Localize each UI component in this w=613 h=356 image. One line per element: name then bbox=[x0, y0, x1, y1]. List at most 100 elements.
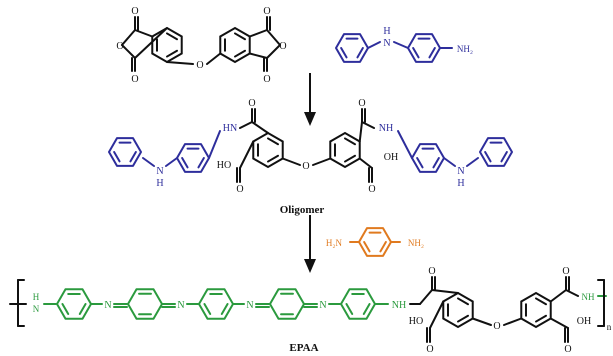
bond bbox=[443, 157, 456, 167]
phenylenediamine-amine-right: NH₂ bbox=[408, 238, 424, 248]
bond bbox=[165, 157, 178, 167]
aromatic-bond bbox=[500, 151, 508, 163]
carbonyl-oxygen: O bbox=[131, 6, 138, 17]
bond bbox=[266, 29, 281, 46]
bond bbox=[503, 317, 523, 326]
amine-nitrogen: N bbox=[156, 166, 163, 177]
aromatic-bond bbox=[428, 47, 436, 59]
carbonyl-oxygen: O bbox=[562, 266, 569, 277]
epaa-caption: EPAA bbox=[289, 342, 318, 354]
bond bbox=[344, 137, 357, 146]
bond bbox=[266, 44, 281, 59]
bond bbox=[466, 157, 479, 167]
bond bbox=[234, 32, 247, 41]
amine-hydrogen: H bbox=[383, 26, 390, 37]
aromatic-bond bbox=[113, 151, 121, 163]
oligomer-caption: Oligomer bbox=[280, 204, 325, 216]
carboxyl-ho-left: HO bbox=[217, 160, 231, 171]
aromatic-bond bbox=[61, 303, 70, 316]
bond bbox=[393, 41, 409, 49]
bond bbox=[239, 121, 253, 129]
carbonyl-oxygen: O bbox=[248, 98, 255, 109]
bond bbox=[267, 137, 280, 146]
bond bbox=[419, 289, 433, 305]
bond bbox=[239, 140, 255, 169]
bond bbox=[166, 61, 194, 65]
amide-nh-right: NH bbox=[379, 123, 393, 134]
carboxyl-oh-right: OH bbox=[577, 316, 591, 327]
amine-hydrogen: H bbox=[457, 178, 464, 189]
aromatic-bond bbox=[203, 303, 212, 316]
bond bbox=[457, 297, 470, 306]
bond bbox=[367, 41, 381, 49]
bond bbox=[248, 29, 268, 38]
aromatic-bond bbox=[379, 241, 387, 253]
bond bbox=[457, 314, 470, 323]
amide-nh-right: NH bbox=[582, 292, 595, 302]
bond bbox=[549, 317, 569, 329]
imine-nitrogen: N bbox=[104, 300, 111, 311]
bond bbox=[234, 49, 247, 58]
epaa-benzenoid-ring-1 bbox=[56, 288, 92, 320]
aromatic-bond bbox=[362, 303, 371, 316]
imine-nitrogen: N bbox=[177, 300, 184, 311]
bond bbox=[121, 29, 136, 46]
reaction-arrow-2 bbox=[304, 215, 316, 273]
carboxyl-oh-right: OH bbox=[384, 152, 398, 163]
amine-ring-left bbox=[335, 33, 369, 63]
bond bbox=[206, 52, 222, 65]
carboxyl-oxygen: O bbox=[236, 184, 243, 195]
bond bbox=[429, 300, 445, 329]
amino-group: NH₂ bbox=[457, 44, 473, 54]
anhydride-oxygen-right: O bbox=[279, 41, 286, 52]
bond bbox=[397, 130, 413, 159]
aromatic-bond bbox=[363, 241, 371, 253]
aromatic-bond bbox=[220, 303, 229, 316]
bond bbox=[431, 289, 459, 294]
bond bbox=[267, 154, 280, 163]
polymer-nh-hydrogen: H bbox=[33, 292, 40, 302]
ether-oxygen: O bbox=[493, 321, 500, 332]
repeat-unit-n: n bbox=[607, 322, 612, 332]
aromatic-bond bbox=[356, 47, 364, 59]
bond bbox=[134, 27, 168, 59]
imine-nitrogen: N bbox=[319, 300, 326, 311]
carboxyl-oxygen: O bbox=[426, 344, 433, 355]
ether-oxygen: O bbox=[196, 60, 203, 71]
bond bbox=[121, 44, 136, 59]
carbonyl-oxygen: O bbox=[358, 98, 365, 109]
aromatic-bond bbox=[484, 151, 492, 163]
bond bbox=[166, 32, 179, 41]
aromatic-bond bbox=[78, 303, 87, 316]
bond bbox=[358, 157, 373, 169]
carbonyl-oxygen: O bbox=[263, 74, 270, 85]
carboxyl-ho-left: HO bbox=[409, 316, 423, 327]
bond bbox=[565, 289, 579, 297]
epaa-benzenoid-ring-2 bbox=[198, 288, 234, 320]
aromatic-bond bbox=[129, 151, 137, 163]
ether-oxygen: O bbox=[302, 161, 309, 172]
aromatic-bond bbox=[340, 47, 348, 59]
aromatic-bond bbox=[416, 157, 424, 169]
amide-nh-left: HN bbox=[223, 123, 237, 134]
aromatic-bond bbox=[197, 157, 205, 169]
bond bbox=[281, 157, 301, 166]
carboxyl-oxygen: O bbox=[564, 344, 571, 355]
bond bbox=[344, 154, 357, 163]
bond bbox=[358, 121, 363, 143]
bond bbox=[312, 157, 332, 166]
epaa-quinoid-ring-2 bbox=[269, 288, 305, 320]
bond bbox=[535, 297, 548, 306]
amine-nitrogen: N bbox=[383, 38, 390, 49]
amine-nitrogen: N bbox=[457, 166, 464, 177]
anhydride-oxygen-left: O bbox=[116, 41, 123, 52]
epaa-benzenoid-ring-3 bbox=[340, 288, 376, 320]
reaction-arrow-1 bbox=[304, 73, 316, 126]
carbonyl-oxygen: O bbox=[131, 74, 138, 85]
bond bbox=[134, 29, 154, 38]
amide-nh-left: NH bbox=[392, 300, 406, 311]
oligomer-blue-ring-left-outer bbox=[108, 137, 142, 167]
aromatic-bond bbox=[345, 303, 354, 316]
bond bbox=[535, 314, 548, 323]
bond bbox=[142, 157, 155, 167]
